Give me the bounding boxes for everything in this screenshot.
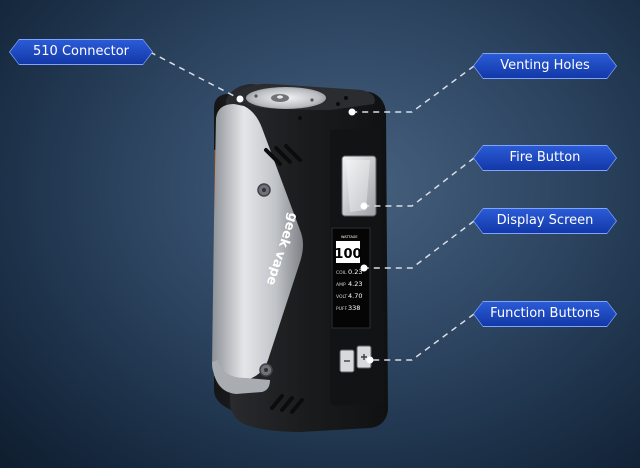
- screen-row-label: AMP: [336, 282, 346, 288]
- fire-button[interactable]: [341, 155, 377, 217]
- grip-screw-icon: [264, 368, 268, 372]
- dot-venting: [348, 108, 356, 116]
- connector-screw-icon: [254, 94, 258, 98]
- groove-mark: [264, 144, 302, 166]
- leader-venting: [354, 65, 475, 113]
- screen-top-label: WATTAGE: [341, 235, 358, 239]
- plus-icon: [361, 354, 367, 360]
- vent-hole-icon: [298, 116, 302, 120]
- screen-row-label: PUFF: [336, 306, 348, 312]
- screen-row-value: 338: [348, 304, 360, 312]
- callout-fire-button: Fire Button: [474, 146, 616, 170]
- fire-button-highlight: [346, 160, 370, 212]
- screen-row-label: VOLT: [336, 294, 347, 300]
- screen-row-value: 4.70: [348, 292, 362, 300]
- leader-connector: [149, 51, 239, 99]
- connector-screw-icon: [310, 98, 314, 102]
- connector-pin-center: [277, 95, 283, 99]
- leader-lines: [149, 51, 475, 361]
- callout-function-buttons: Function Buttons: [474, 302, 616, 326]
- grip-screw-icon: [262, 188, 266, 192]
- vent-hole-icon: [344, 96, 348, 100]
- screen-row-value: 4.23: [348, 280, 362, 288]
- leader-fire: [366, 157, 475, 207]
- metal-grip: [212, 104, 303, 383]
- screen-wattage: 100: [334, 247, 361, 262]
- screen-row-value: 0.23: [348, 268, 362, 276]
- dot-connector: [236, 95, 244, 103]
- dot-display: [360, 264, 368, 272]
- vent-hole-icon: [336, 102, 340, 106]
- metal-grip-bottom: [212, 360, 270, 394]
- callout-display-screen: Display Screen: [474, 209, 616, 233]
- leader-function: [372, 313, 475, 361]
- screen-row-label: COIL: [336, 270, 347, 276]
- wattage-box: [336, 241, 360, 263]
- callout-venting-holes: Venting Holes: [474, 54, 616, 78]
- groove-mark: [270, 394, 304, 414]
- dot-function: [366, 356, 374, 364]
- dot-fire: [360, 202, 368, 210]
- callout-510-connector: 510 Connector: [10, 40, 152, 64]
- leader-dots: [236, 95, 374, 364]
- leader-display: [366, 220, 475, 269]
